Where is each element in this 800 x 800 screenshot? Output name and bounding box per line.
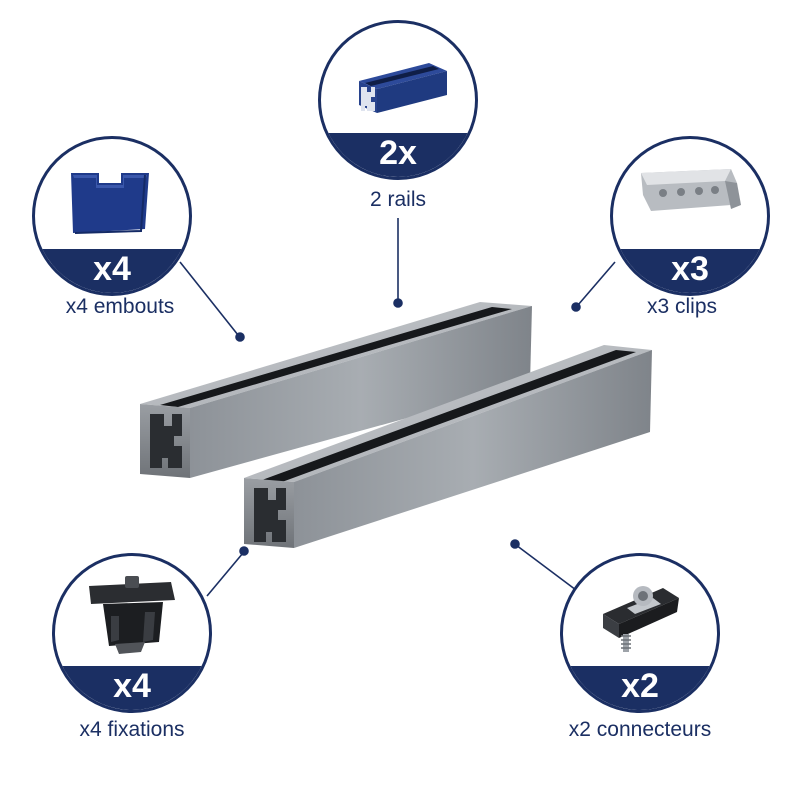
- rail-front: [244, 345, 652, 548]
- rail-profile-icon: [359, 63, 447, 113]
- connector-icon: [603, 586, 679, 652]
- badge-clips: x3: [610, 136, 770, 296]
- end-clamp-icon: [89, 576, 175, 654]
- badge-rails: 2x: [318, 20, 478, 180]
- count-connecteurs: x2: [563, 666, 717, 710]
- leader-dot-clips: [571, 302, 581, 312]
- leader-dot-fixations: [239, 546, 249, 556]
- caption-clips: x3 clips: [646, 295, 718, 318]
- leader-dot-connecteurs: [510, 539, 520, 549]
- leader-line-embouts: [179, 261, 239, 336]
- leader-dot-embouts: [235, 332, 245, 342]
- count-rails: 2x: [321, 133, 475, 177]
- leader-dot-rails: [393, 298, 403, 308]
- leader-line-connecteurs: [515, 544, 577, 591]
- clip-icon: [641, 169, 741, 211]
- leader-line-fixations: [206, 552, 244, 597]
- caption-fixations: x4 fixations: [79, 718, 185, 741]
- count-clips: x3: [613, 249, 767, 293]
- caption-embouts: x4 embouts: [65, 295, 175, 318]
- badge-connecteurs: x2: [560, 553, 720, 713]
- badge-embouts: x4: [32, 136, 192, 296]
- leader-line-clips: [577, 261, 616, 306]
- caption-connecteurs: x2 connecteurs: [568, 718, 712, 741]
- rail-back: [140, 302, 532, 478]
- count-embouts: x4: [35, 249, 189, 293]
- badge-fixations: x4: [52, 553, 212, 713]
- caption-rails: 2 rails: [369, 188, 427, 211]
- count-fixations: x4: [55, 666, 209, 710]
- leader-lines: [179, 218, 616, 597]
- end-cap-icon: [71, 173, 149, 234]
